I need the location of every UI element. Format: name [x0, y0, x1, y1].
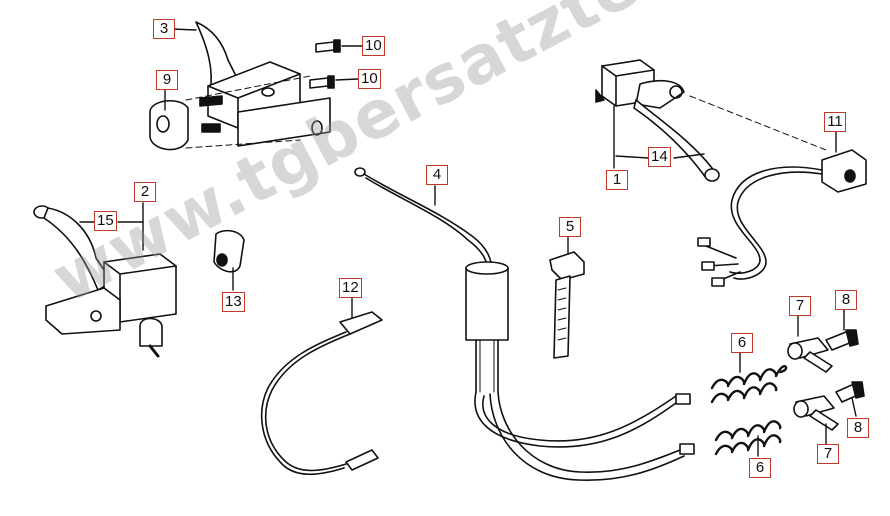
bolt-part [309, 39, 341, 89]
callout-14: 14 [648, 147, 671, 167]
callout-15: 15 [94, 211, 117, 231]
callout-13: 13 [222, 292, 245, 312]
spring-part [710, 365, 788, 456]
right-switch-harness-part [689, 95, 867, 287]
callout-5: 5 [559, 217, 581, 237]
cable-tie-part [549, 251, 585, 359]
callout-8b: 8 [847, 418, 869, 438]
callout-7b: 7 [817, 444, 839, 464]
leader-lines [79, 28, 857, 457]
callout-9: 9 [156, 70, 178, 90]
bolt-part [825, 329, 865, 403]
callout-2: 2 [134, 182, 156, 202]
callout-6b: 6 [749, 458, 771, 478]
clamp-bracket-part [149, 21, 331, 151]
callout-11: 11 [824, 112, 846, 132]
switch-wire-part [260, 311, 383, 476]
callout-6a: 6 [731, 333, 753, 353]
callout-8a: 8 [835, 290, 857, 310]
clip-part [213, 229, 245, 273]
callout-1: 1 [606, 170, 628, 190]
callout-10a: 10 [362, 36, 385, 56]
lower-cables-part [474, 391, 695, 482]
callout-10b: 10 [358, 69, 381, 89]
left-lever-part [33, 205, 177, 358]
right-master-cylinder-part [595, 59, 720, 182]
cable-part [354, 167, 509, 393]
callout-12: 12 [339, 278, 362, 298]
callout-3: 3 [153, 19, 175, 39]
pin-part [787, 337, 839, 431]
callout-7a: 7 [789, 296, 811, 316]
callout-4: 4 [426, 165, 448, 185]
